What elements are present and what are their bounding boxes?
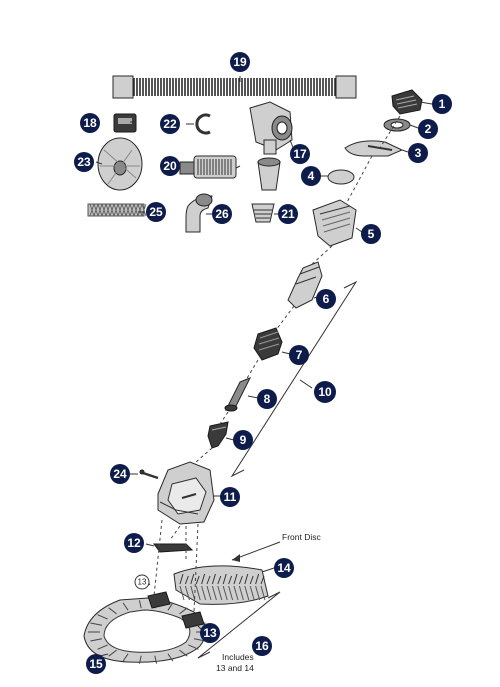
part-nozzle: [207, 421, 229, 449]
callout-26: 26: [212, 204, 232, 224]
callout-25: 25: [146, 202, 166, 222]
front-disc-annotation: Front Disc: [231, 532, 321, 562]
includes-label-line1: Includes: [222, 652, 254, 662]
svg-text:12: 12: [127, 536, 141, 550]
part-main-body: [157, 461, 215, 525]
part-elbow: [185, 193, 213, 233]
svg-text:20: 20: [163, 159, 177, 173]
bracket-16: [197, 591, 281, 659]
svg-text:19: 19: [233, 55, 247, 69]
callout-6: 6: [316, 289, 336, 309]
callout-2: 2: [418, 119, 438, 139]
svg-text:13: 13: [138, 578, 147, 587]
svg-text:24: 24: [113, 467, 127, 481]
part-hose: [112, 75, 357, 99]
part-small-flap: [327, 169, 355, 185]
part-c-clip: [195, 113, 211, 135]
callout-14: 14: [274, 558, 294, 578]
svg-text:2: 2: [425, 122, 432, 136]
svg-text:21: 21: [281, 207, 295, 221]
part-top-connector: [391, 89, 423, 115]
callout-16: 16: [252, 636, 272, 656]
part-swivel: [253, 327, 283, 361]
part-pin: [139, 469, 159, 480]
callout-15: 15: [86, 654, 106, 674]
callout-22: 22: [160, 114, 180, 134]
part-front-disc: [173, 565, 269, 605]
svg-text:7: 7: [296, 348, 303, 362]
part-mesh: [87, 203, 147, 217]
part-filter: [179, 155, 237, 179]
part-ring: [383, 118, 411, 132]
svg-text:13: 13: [203, 626, 217, 640]
svg-text:26: 26: [215, 207, 229, 221]
part-clips: [147, 591, 205, 629]
svg-text:16: 16: [255, 639, 269, 653]
svg-text:3: 3: [415, 146, 422, 160]
callout-23: 23: [74, 152, 94, 172]
callout-13-outline: 13: [134, 574, 150, 590]
svg-text:6: 6: [323, 292, 330, 306]
part-weir-valve: [249, 101, 293, 155]
callout-4: 4: [301, 166, 321, 186]
svg-text:8: 8: [264, 392, 271, 406]
callout-3: 3: [408, 143, 428, 163]
callout-19: 19: [230, 52, 250, 72]
part-small-block: [113, 113, 137, 133]
part-skirt: [83, 597, 208, 664]
svg-text:4: 4: [308, 169, 315, 183]
svg-text:23: 23: [77, 155, 91, 169]
part-throat-body: [312, 199, 357, 247]
svg-text:10: 10: [318, 385, 332, 399]
callout-7: 7: [289, 345, 309, 365]
callout-11: 11: [220, 487, 240, 507]
assembly-axis-lines: [153, 115, 401, 613]
callout-8: 8: [257, 389, 277, 409]
callout-13: 13: [200, 623, 220, 643]
callout-18: 18: [80, 113, 100, 133]
svg-text:5: 5: [368, 227, 375, 241]
svg-text:18: 18: [83, 116, 97, 130]
callout-20: 20: [160, 156, 180, 176]
svg-text:22: 22: [163, 117, 177, 131]
svg-text:1: 1: [439, 97, 446, 111]
front-disc-label: Front Disc: [282, 532, 321, 542]
part-threaded-adapter: [251, 203, 275, 223]
callout-24: 24: [110, 464, 130, 484]
svg-text:9: 9: [240, 433, 247, 447]
callout-17: 17: [290, 144, 310, 164]
callout-12: 12: [124, 533, 144, 553]
includes-label-line2: 13 and 14: [216, 663, 254, 673]
svg-text:15: 15: [89, 657, 103, 671]
part-spring-tube: [224, 377, 252, 412]
callout-1: 1: [432, 94, 452, 114]
part-hose-segment: [287, 261, 323, 309]
callout-5: 5: [361, 224, 381, 244]
callout-9: 9: [233, 430, 253, 450]
part-leaf-disc: [97, 137, 143, 191]
part-cup: [257, 157, 281, 191]
part-foot-pad: [153, 543, 194, 553]
svg-text:14: 14: [277, 561, 291, 575]
callout-21: 21: [278, 204, 298, 224]
callout-10: 10: [314, 381, 336, 403]
svg-text:17: 17: [293, 147, 307, 161]
svg-text:25: 25: [149, 205, 163, 219]
bracket-10: [230, 280, 358, 478]
part-diaphragm-holder: [344, 140, 404, 157]
svg-text:11: 11: [224, 490, 237, 504]
